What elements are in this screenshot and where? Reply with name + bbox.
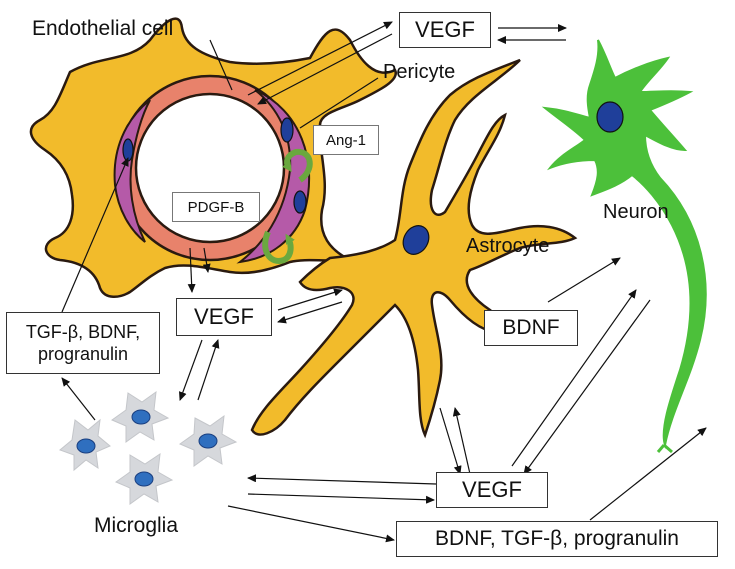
arrow-vegf-to-pericyte bbox=[257, 33, 393, 105]
arrow-microglia-to-bdnf-tgf bbox=[227, 505, 395, 543]
arrow-microglia-to-vegf-bottom bbox=[247, 493, 435, 504]
pericyte-nucleus bbox=[280, 117, 294, 143]
tgf-box-line1: TGF-β, BDNF, bbox=[25, 321, 141, 342]
pericyte-label: Pericyte bbox=[383, 61, 456, 83]
arrow-microglia-to-vegf bbox=[197, 339, 220, 401]
arrow-endothelial-label bbox=[209, 39, 233, 91]
arrow-vegf-bottom-to-neuron bbox=[511, 289, 637, 467]
arrow-tgf-to-vessel bbox=[61, 157, 129, 313]
arrow-vegf-bottom-to-astrocyte bbox=[452, 407, 471, 475]
arrow-vessel-to-vegf-2 bbox=[202, 247, 211, 273]
vegf-mid-box: VEGF bbox=[176, 298, 272, 336]
arrow-endothelial-to-vegf bbox=[247, 21, 393, 96]
arrow-pericyte-label bbox=[299, 77, 379, 129]
astrocyte-label: Astrocyte bbox=[466, 235, 550, 257]
endothelial-nucleus bbox=[122, 138, 134, 162]
arrow-astrocyte-to-vegf-bottom bbox=[439, 407, 462, 475]
endothelial-cell-label: Endothelial cell bbox=[32, 17, 174, 40]
pericyte-nucleus bbox=[293, 190, 307, 214]
arrows bbox=[61, 21, 707, 543]
ang1-arrow bbox=[282, 148, 313, 183]
arrow-microglia-to-tgf bbox=[61, 377, 96, 421]
microglia-nucleus bbox=[198, 433, 218, 449]
bdnf-box: BDNF bbox=[484, 310, 578, 346]
microglia-nucleus bbox=[131, 409, 151, 425]
microglia-label: Microglia bbox=[94, 514, 179, 537]
vegf-bottom-box: VEGF bbox=[436, 472, 548, 508]
pericyte-body-left bbox=[113, 99, 151, 243]
bdnf-tgf-progranulin-box: BDNF, TGF-β, progranulin bbox=[396, 521, 718, 557]
arrow-vegf-to-microglia bbox=[178, 339, 203, 401]
astrocyte-nucleus bbox=[402, 225, 430, 255]
arrow-astrocyte-to-vegf bbox=[277, 301, 343, 324]
microglia-nucleus bbox=[76, 438, 96, 454]
arrow-vegf-to-astrocyte bbox=[277, 288, 343, 311]
arrow-neuron-to-vegf-bottom bbox=[523, 299, 651, 475]
neuron-nucleus bbox=[596, 101, 624, 133]
arrow-vegf-bottom-to-microglia bbox=[247, 474, 437, 485]
neuron-label: Neuron bbox=[603, 201, 669, 223]
microglia-cluster bbox=[59, 390, 238, 505]
vegf-top-box: VEGF bbox=[399, 12, 491, 48]
arrow-vessel-to-vegf-1 bbox=[187, 247, 196, 293]
neuron-axon-tip bbox=[656, 443, 673, 454]
pdgfb-box: PDGF-B bbox=[172, 192, 260, 222]
arrow-bdnf-to-neuron bbox=[547, 257, 621, 303]
tgf-box-line2: progranulin bbox=[37, 344, 129, 364]
microglia-nucleus bbox=[134, 471, 154, 487]
pdgfb-arrow bbox=[262, 230, 295, 264]
neuron-body bbox=[541, 39, 707, 449]
tgf-bdnf-progranulin-box: TGF-β, BDNF, progranulin bbox=[6, 312, 160, 374]
ang1-box: Ang-1 bbox=[313, 125, 379, 155]
arrow-bdnf-tgf-to-neuron bbox=[589, 427, 707, 521]
